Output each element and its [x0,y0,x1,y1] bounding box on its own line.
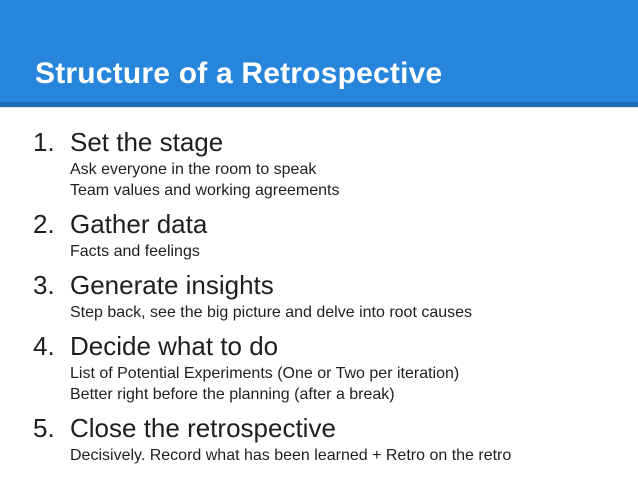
item-details: Ask everyone in the room to speak Team v… [33,159,622,201]
item-heading: Gather data [70,209,208,239]
item-detail: Decisively. Record what has been learned… [70,447,512,464]
list-item: 3. Generate insights Step back, see the … [33,268,622,323]
item-detail: Facts and feelings [70,243,200,260]
item-detail: Team values and working agreements [70,182,340,199]
item-detail: List of Potential Experiments (One or Tw… [70,365,460,382]
item-heading: Set the stage [70,127,224,157]
list-item-heading-row: 2. Gather data [33,207,622,241]
item-heading: Decide what to do [70,331,279,361]
list-item: 2. Gather data Facts and feelings [33,207,622,262]
item-detail: Better right before the planning (after … [70,386,395,403]
list-item-heading-row: 5. Close the retrospective [33,411,622,445]
item-details: Decisively. Record what has been learned… [33,445,622,466]
item-detail: Ask everyone in the room to speak [70,161,317,178]
item-number: 4. [33,331,55,361]
item-details: Step back, see the big picture and delve… [33,302,622,323]
slide-title: Structure of a Retrospective [35,57,443,90]
item-number: 5. [33,413,55,443]
item-details: Facts and feelings [33,241,622,262]
list-item-heading-row: 4. Decide what to do [33,329,622,363]
list-item-heading-row: 1. Set the stage [33,125,622,159]
item-heading: Close the retrospective [70,413,336,443]
item-detail: Step back, see the big picture and delve… [70,304,473,321]
item-number: 3. [33,270,55,300]
slide-header-bar [0,0,638,107]
list-item: 4. Decide what to do List of Potential E… [33,329,622,405]
item-number: 1. [33,127,55,157]
slide-body: 1. Set the stage Ask everyone in the roo… [0,107,638,466]
list-item: 5. Close the retrospective Decisively. R… [33,411,622,466]
item-details: List of Potential Experiments (One or Tw… [33,363,622,405]
list-item-heading-row: 3. Generate insights [33,268,622,302]
list-item: 1. Set the stage Ask everyone in the roo… [33,125,622,201]
item-number: 2. [33,209,55,239]
item-heading: Generate insights [70,270,274,300]
